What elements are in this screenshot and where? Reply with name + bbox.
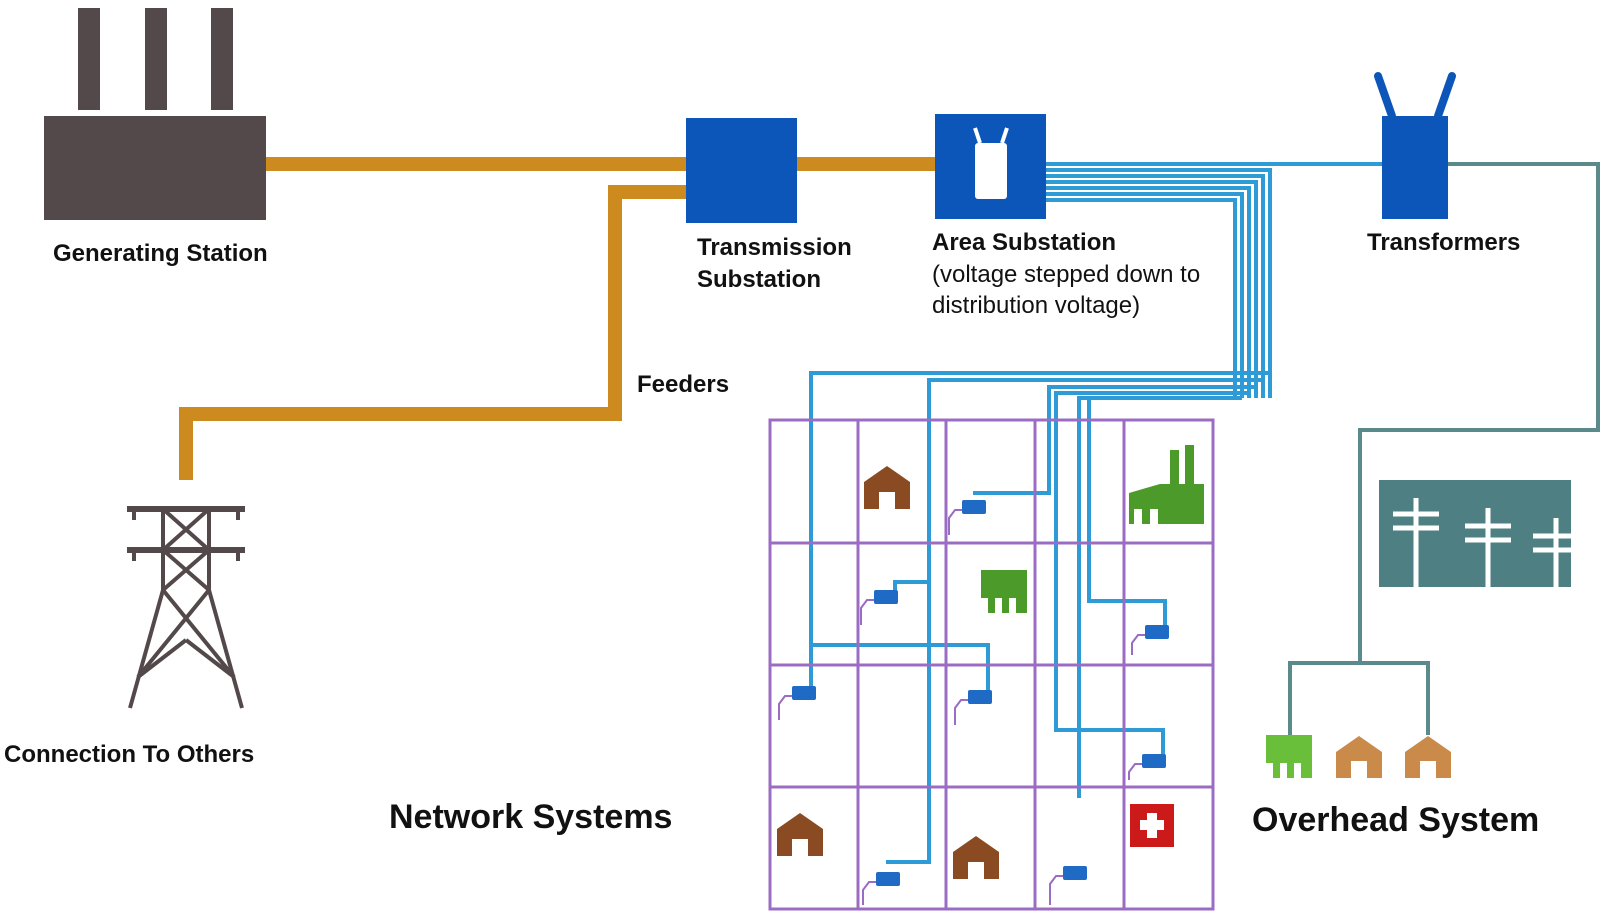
house-icon (864, 466, 910, 509)
area-substation-icon (935, 114, 1046, 219)
transformer-icon (1374, 72, 1456, 219)
network-feeder-h (893, 580, 929, 594)
network-feeder-g (811, 643, 990, 697)
house-icon (953, 836, 999, 879)
utility-poles-icon (1379, 480, 1571, 587)
feeder-bundle-2 (1045, 174, 1265, 398)
hospital-icon (1130, 804, 1174, 847)
small-transformer-icon (1145, 625, 1169, 639)
overhead-system-label: Overhead System (1252, 801, 1540, 839)
generating-station-icon (44, 8, 266, 220)
small-transformer-icon (968, 690, 992, 704)
overhead-line-branch (1288, 661, 1430, 735)
small-transformer-icon (962, 500, 986, 514)
small-transformer-icon (874, 590, 898, 604)
factory-icon (1129, 445, 1204, 524)
commercial-building-icon (1266, 735, 1312, 778)
small-transformer-icon (792, 686, 816, 700)
network-feeder-d (1054, 391, 1249, 757)
network-grid (768, 418, 1215, 911)
feeder-lines (179, 157, 938, 480)
feeder-bundle-1 (1045, 168, 1272, 398)
area-substation-note-line2: distribution voltage) (932, 292, 1141, 319)
area-substation-label: Area Substation (932, 229, 1117, 256)
small-transformer-icon (1142, 754, 1166, 768)
connection-to-others-label: Connection To Others (4, 741, 255, 768)
transmission-substation-label-line1: Transmission (697, 234, 852, 261)
house-icon (1405, 736, 1451, 778)
house-icon (1336, 736, 1382, 778)
feeders-label: Feeders (637, 371, 730, 398)
transmission-substation-label-line2: Substation (697, 266, 821, 293)
network-feeder-e (1077, 396, 1242, 798)
feeder-bundle-6 (1045, 198, 1237, 398)
network-feeder-c (973, 385, 1256, 495)
service-drops (778, 509, 1145, 905)
network-feeder-f (1087, 396, 1235, 628)
small-transformer-icon (876, 872, 900, 886)
house-icon (777, 813, 823, 856)
generating-station-label: Generating Station (53, 240, 268, 267)
feeder-bundle-5 (1045, 192, 1244, 398)
small-transformer-icon (1063, 866, 1087, 880)
commercial-building-icon (981, 570, 1027, 613)
network-transformers (792, 500, 1169, 886)
overhead-line-main (1358, 162, 1600, 663)
network-feeder-b (886, 378, 1263, 864)
feeder-bundle-4 (1045, 186, 1251, 398)
transformers-label: Transformers (1367, 229, 1521, 256)
transmission-tower-icon (127, 506, 245, 709)
transmission-substation-icon (686, 118, 797, 223)
overhead-lines (1288, 162, 1600, 735)
feeder-line-to-others (179, 185, 700, 480)
area-substation-note-line1: (voltage stepped down to (932, 261, 1201, 288)
feeder-bundle-3 (1045, 180, 1258, 398)
network-systems-label: Network Systems (389, 798, 673, 836)
